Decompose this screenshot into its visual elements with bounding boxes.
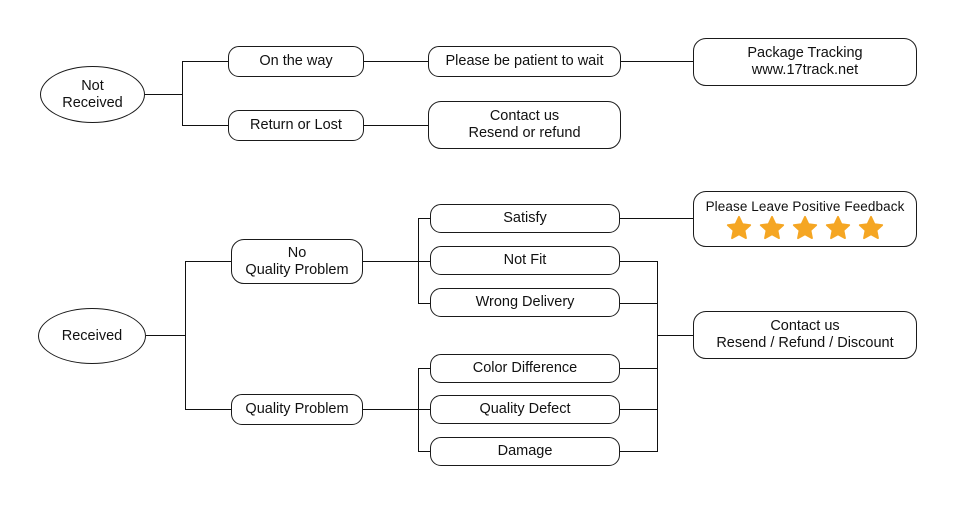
connector-merge-bus bbox=[657, 261, 659, 452]
node-package-tracking[interactable]: Package Tracking www.17track.net bbox=[693, 38, 917, 86]
connector-to-quality-defect bbox=[418, 409, 431, 411]
node-label: Package Tracking www.17track.net bbox=[747, 45, 863, 78]
node-label: Not Fit bbox=[503, 252, 547, 269]
node-damage[interactable]: Damage bbox=[430, 437, 620, 466]
connector-nqp-stem bbox=[363, 261, 419, 263]
connector-to-on-the-way bbox=[182, 61, 229, 63]
connector-to-wrong-delivery bbox=[418, 303, 431, 305]
node-color-difference[interactable]: Color Difference bbox=[430, 354, 620, 383]
node-label: Satisfy bbox=[503, 210, 547, 227]
node-label: Quality Defect bbox=[479, 401, 571, 418]
star-icon[interactable] bbox=[759, 215, 785, 241]
connector-quality-defect-merge bbox=[620, 409, 658, 411]
connector-not-received-bracket bbox=[182, 61, 184, 126]
connector-qp-stem bbox=[363, 409, 419, 411]
node-please-be-patient[interactable]: Please be patient to wait bbox=[428, 46, 621, 77]
node-on-the-way[interactable]: On the way bbox=[228, 46, 364, 77]
connector-damage-merge bbox=[620, 451, 658, 453]
node-label: Quality Problem bbox=[245, 401, 349, 418]
connector-satisfy-to-feedback bbox=[620, 218, 693, 220]
connector-received-stem bbox=[146, 335, 186, 337]
node-label: Damage bbox=[497, 443, 553, 460]
node-no-quality-problem[interactable]: No Quality Problem bbox=[231, 239, 363, 284]
node-received[interactable]: Received bbox=[38, 308, 146, 364]
connector-not-received-stem bbox=[145, 94, 183, 96]
connector-not-fit-merge bbox=[620, 261, 658, 263]
connector-to-quality-problem bbox=[185, 409, 232, 411]
connector-wrong-delivery-merge bbox=[620, 303, 658, 305]
node-label: On the way bbox=[259, 53, 333, 70]
connector-merge-to-contact bbox=[657, 335, 694, 337]
connector-received-bracket bbox=[185, 261, 187, 410]
node-contact-resend-refund-discount[interactable]: Contact us Resend / Refund / Discount bbox=[693, 311, 917, 359]
star-icon[interactable] bbox=[858, 215, 884, 241]
node-contact-resend-or-refund[interactable]: Contact us Resend or refund bbox=[428, 101, 621, 149]
node-quality-defect[interactable]: Quality Defect bbox=[430, 395, 620, 424]
node-not-fit[interactable]: Not Fit bbox=[430, 246, 620, 275]
star-icon[interactable] bbox=[825, 215, 851, 241]
connector-on-the-way-to-wait bbox=[364, 61, 428, 63]
node-label: Return or Lost bbox=[250, 117, 342, 134]
node-label: Wrong Delivery bbox=[475, 294, 575, 311]
connector-to-satisfy bbox=[418, 218, 431, 220]
connector-to-return-or-lost bbox=[182, 125, 229, 127]
node-label: Please be patient to wait bbox=[445, 53, 604, 70]
node-quality-problem[interactable]: Quality Problem bbox=[231, 394, 363, 425]
star-rating[interactable] bbox=[726, 215, 884, 241]
node-label: No Quality Problem bbox=[245, 244, 349, 278]
connector-to-not-fit bbox=[418, 261, 431, 263]
node-label: Color Difference bbox=[472, 360, 578, 377]
star-icon[interactable] bbox=[726, 215, 752, 241]
connector-to-color-difference bbox=[418, 368, 431, 370]
node-label: Contact us Resend or refund bbox=[468, 108, 581, 141]
feedback-title: Please Leave Positive Feedback bbox=[705, 199, 905, 214]
node-satisfy[interactable]: Satisfy bbox=[430, 204, 620, 233]
node-label: Not Received bbox=[62, 77, 123, 111]
node-positive-feedback[interactable]: Please Leave Positive Feedback bbox=[693, 191, 917, 247]
node-label: Received bbox=[61, 327, 123, 344]
connector-color-difference-merge bbox=[620, 368, 658, 370]
connector-return-to-contact bbox=[364, 125, 428, 127]
connector-wait-to-package-tracking bbox=[621, 61, 693, 63]
connector-to-damage bbox=[418, 451, 431, 453]
node-not-received[interactable]: Not Received bbox=[40, 66, 145, 123]
star-icon[interactable] bbox=[792, 215, 818, 241]
node-wrong-delivery[interactable]: Wrong Delivery bbox=[430, 288, 620, 317]
node-label: Contact us Resend / Refund / Discount bbox=[716, 318, 894, 351]
node-return-or-lost[interactable]: Return or Lost bbox=[228, 110, 364, 141]
connector-to-no-quality-problem bbox=[185, 261, 232, 263]
